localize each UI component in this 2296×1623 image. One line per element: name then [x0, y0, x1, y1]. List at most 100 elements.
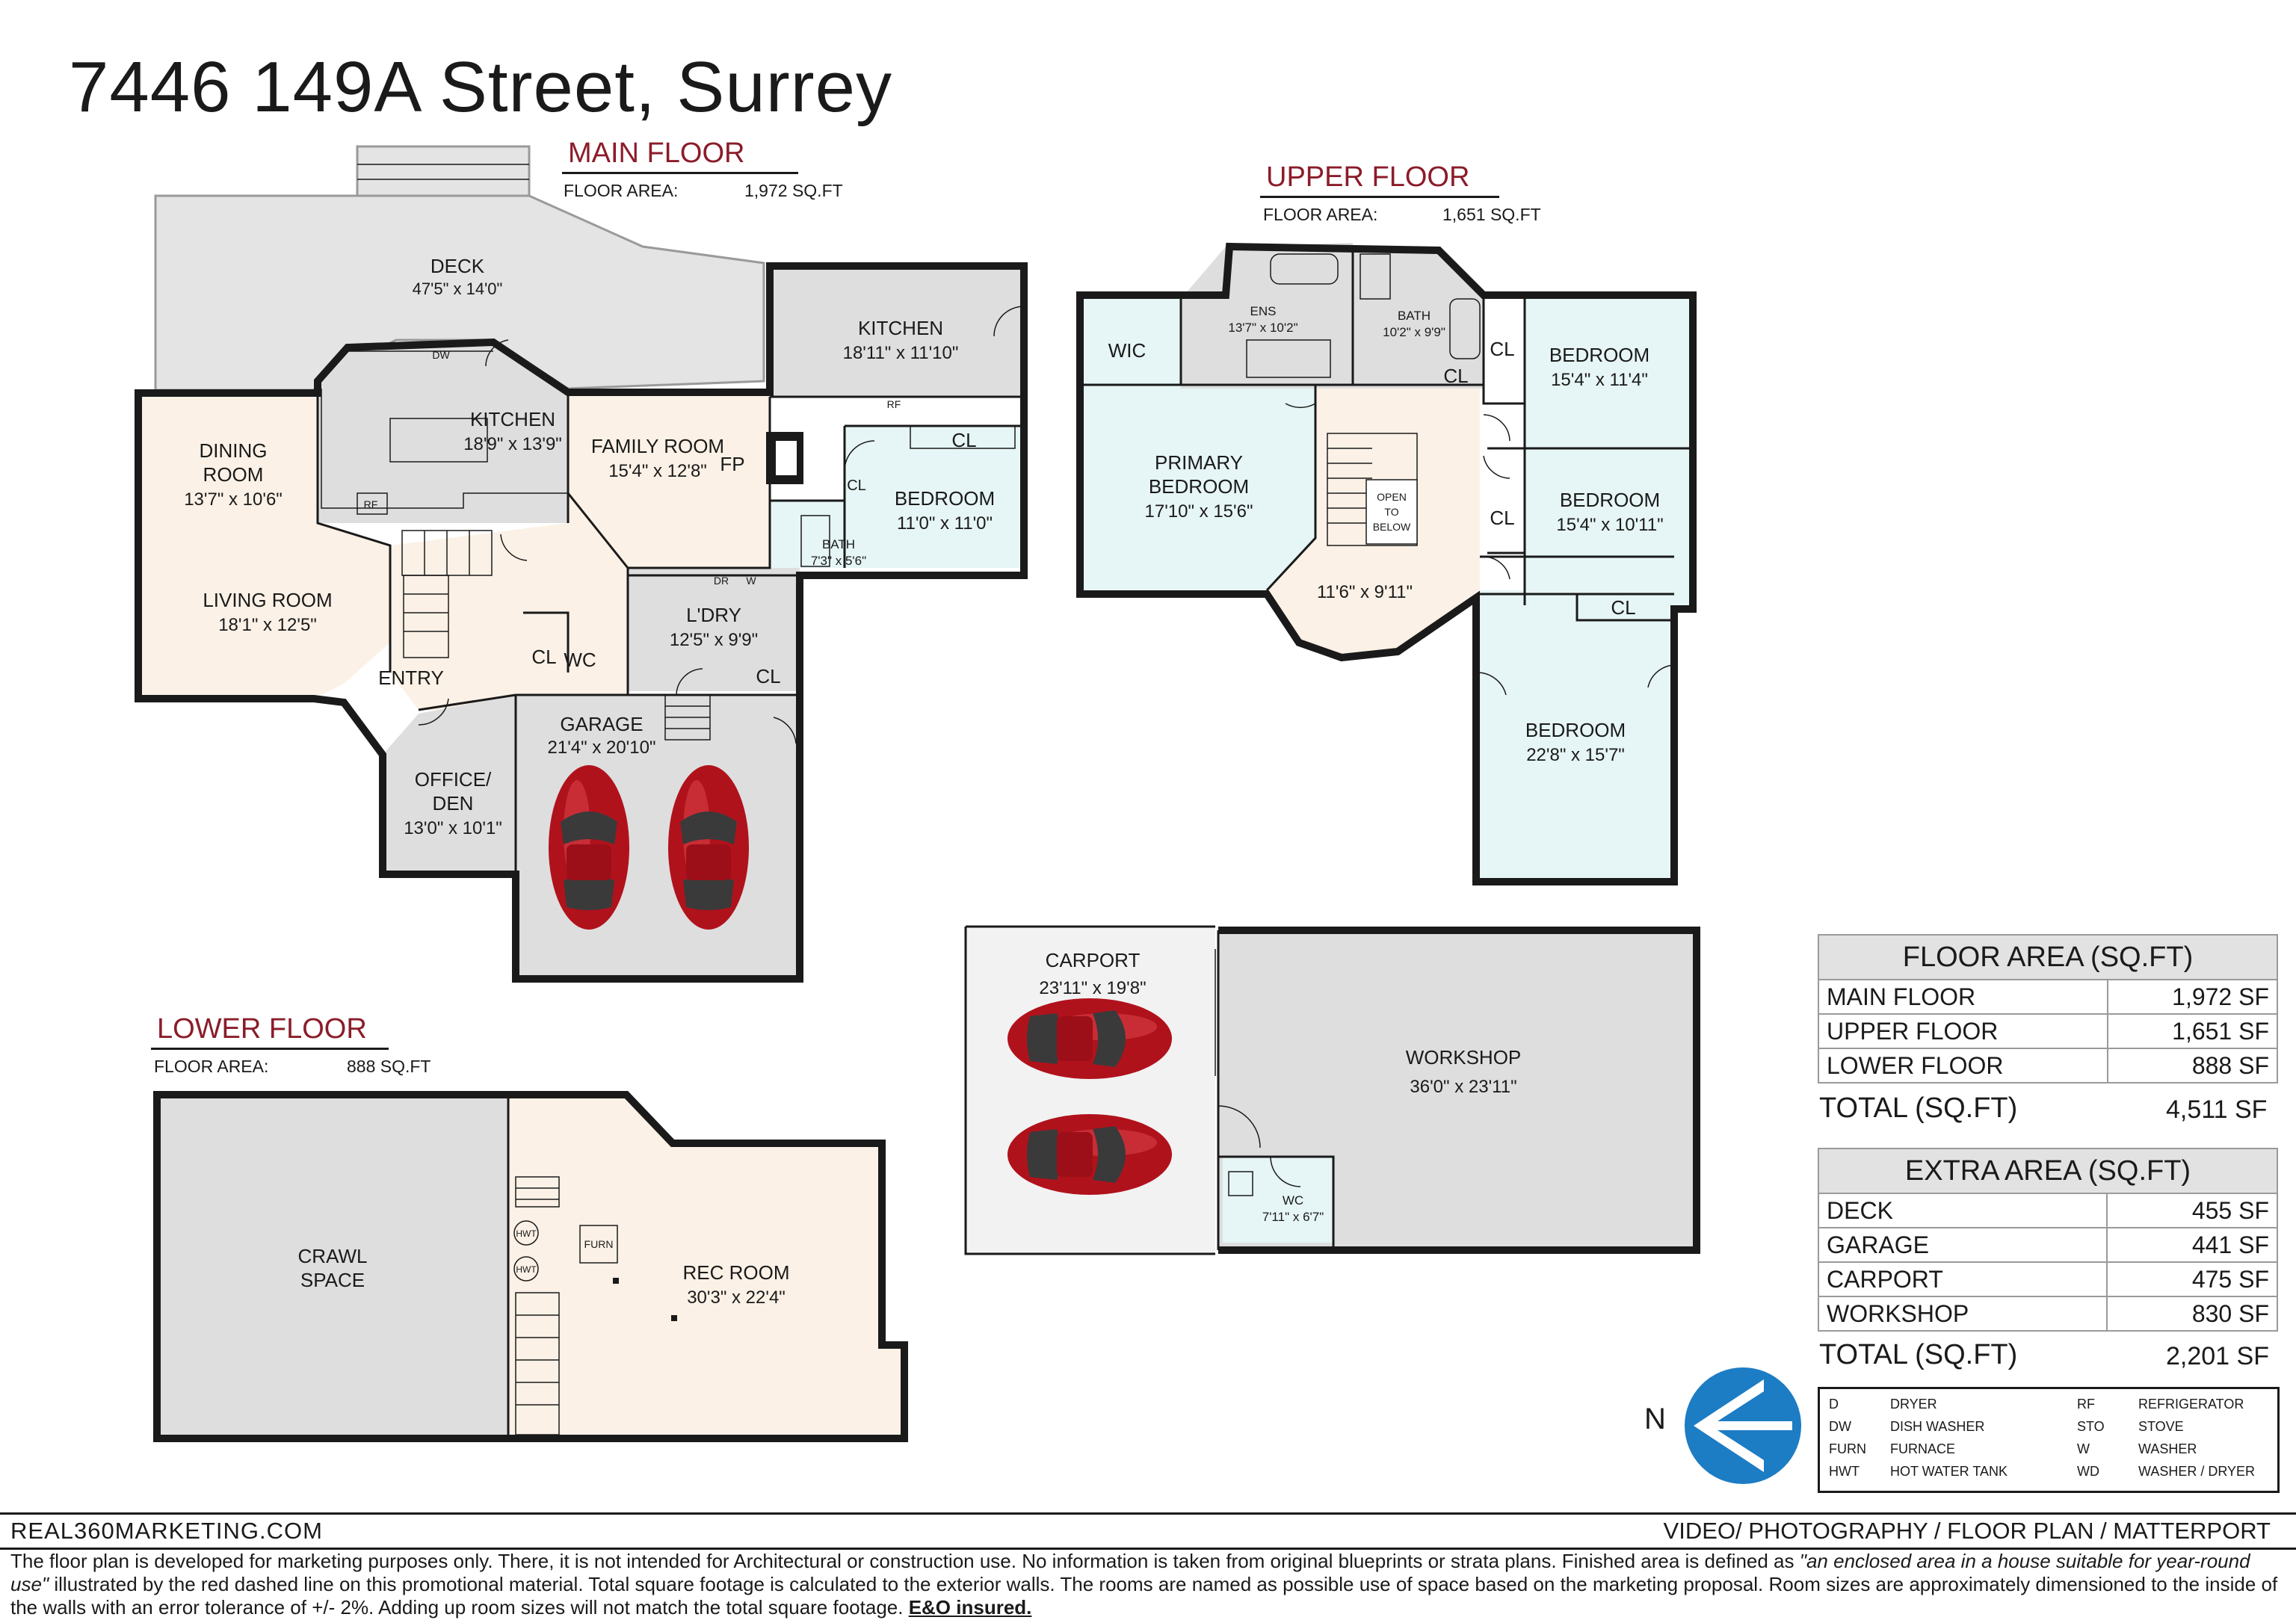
main-floor-heading: MAIN FLOOR	[568, 137, 745, 169]
living-room-label: LIVING ROOM	[203, 589, 332, 611]
legend-text: DISH WASHER	[1890, 1419, 1985, 1434]
legend-text: REFRIGERATOR	[2138, 1397, 2244, 1412]
legend-abbr: W	[2077, 1441, 2090, 1456]
laundry-label: L'DRY	[686, 604, 741, 626]
garage-label: GARAGE	[560, 713, 643, 735]
legend-abbr: HWT	[1829, 1464, 1860, 1479]
upper-closet-1: CL	[1490, 338, 1514, 360]
lower-floor-plan: CRAWL SPACE REC ROOM 30'3" x 22'4" HWT H…	[153, 1091, 908, 1442]
kitchen-fill	[318, 342, 568, 523]
family-room-size: 15'4" x 12'8"	[608, 461, 707, 481]
carport-label: CARPORT	[1046, 949, 1141, 971]
upper-closet-4: CL	[1611, 596, 1635, 619]
nook-kitchen-label: KITCHEN	[858, 317, 943, 339]
office-label-2: DEN	[433, 792, 474, 814]
upper-floor-rule	[1260, 196, 1499, 198]
main-floor-area: 1,972 SQ.FT	[744, 181, 843, 200]
upper-bath-size: 10'2" x 9'9"	[1383, 325, 1445, 339]
bedroom1-label: BEDROOM	[1549, 344, 1650, 366]
footer-bar: REAL360MARKETING.COM VIDEO/ PHOTOGRAPHY …	[0, 1512, 2296, 1550]
dining-size: 13'7" x 10'6"	[184, 489, 283, 510]
primary-label-1: PRIMARY	[1155, 451, 1243, 474]
main-bath-fill	[770, 501, 845, 568]
furnace-mark: FURN	[584, 1238, 614, 1250]
crawl-label-2: SPACE	[300, 1269, 365, 1291]
dining-label-2: ROOM	[203, 463, 264, 486]
open-below-2: TO	[1384, 506, 1398, 518]
deck-size: 47'5" x 14'0"	[413, 279, 503, 298]
extra-area-total-value: 2,201 SF	[2166, 1342, 2269, 1370]
open-below-3: BELOW	[1373, 521, 1411, 533]
upper-bath-fill	[1353, 247, 1484, 389]
workshop-wc-fill	[1223, 1157, 1333, 1243]
kitchen-size: 18'9" x 13'9"	[463, 434, 562, 454]
dryer-mark: DR	[714, 575, 729, 587]
workshop-wc-size: 7'11" x 6'7"	[1262, 1210, 1324, 1224]
fireplace-label: FP	[720, 453, 744, 475]
upper-floor-area: 1,651 SQ.FT	[1442, 205, 1541, 224]
lower-floor-heading: LOWER FLOOR	[157, 1013, 367, 1045]
extra-area-row-value: 475 SF	[2106, 1261, 2278, 1297]
abbreviation-legend: D DRYER DW DISH WASHER FURN FURNACE HWT …	[1818, 1387, 2280, 1493]
open-below-1: OPEN	[1377, 491, 1407, 503]
garage-car-left	[549, 765, 629, 930]
legend-text: WASHER	[2138, 1441, 2197, 1456]
upper-floor-heading: UPPER FLOOR	[1266, 161, 1470, 193]
garage-size: 21'4" x 20'10"	[548, 738, 656, 758]
office-size: 13'0" x 10'1"	[404, 818, 502, 838]
main-floor-area-label: FLOOR AREA:	[564, 181, 679, 200]
legend-abbr: RF	[2077, 1397, 2095, 1412]
disclaimer-text-b: illustrated by the red dashed line on th…	[10, 1573, 2278, 1619]
upper-floor-plan: WIC ENS 13'7" x 10'2" BATH 10'2" x 9'9" …	[1076, 242, 1697, 885]
footer-services: VIDEO/ PHOTOGRAPHY / FLOOR PLAN / MATTER…	[1663, 1518, 2271, 1544]
crawl-fill	[157, 1095, 508, 1438]
extra-area-row-label: DECK	[1817, 1193, 2108, 1228]
disclaimer-quote: "an enclosed area in a house suitable fo…	[10, 1550, 2250, 1595]
washer-mark: W	[746, 575, 756, 587]
compass: N	[1644, 1367, 1801, 1484]
legend-text: HOT WATER TANK	[1890, 1464, 2008, 1479]
floor-area-row-label: MAIN FLOOR	[1818, 979, 2108, 1015]
main-bedroom-fill	[845, 426, 1024, 568]
crawl-label-1: CRAWL	[298, 1245, 368, 1267]
floor-area-table-heading: FLOOR AREA (SQ.FT)	[1818, 934, 2278, 980]
lower-floor-area: 888 SQ.FT	[347, 1057, 431, 1076]
bedroom2-label: BEDROOM	[1560, 489, 1660, 511]
workshop-label: WORKSHOP	[1406, 1046, 1522, 1069]
legend-abbr: DW	[1829, 1419, 1851, 1434]
main-bath-size: 7'3" x 5'6"	[811, 554, 866, 568]
extra-area-row-label: GARAGE	[1817, 1227, 2108, 1263]
disclaimer-eo: E&O insured.	[908, 1596, 1032, 1619]
main-closet-label: CL	[951, 429, 976, 451]
floor-area-row-label: UPPER FLOOR	[1818, 1013, 2108, 1049]
extra-area-row-value: 441 SF	[2106, 1227, 2278, 1263]
disclaimer: The floor plan is developed for marketin…	[10, 1550, 2283, 1619]
laundry-fill	[628, 568, 800, 691]
primary-bedroom-fill	[1084, 389, 1315, 590]
rec-room-label: REC ROOM	[683, 1261, 790, 1284]
entry-label: ENTRY	[378, 667, 444, 689]
nook-fridge-mark: RF	[887, 398, 901, 410]
legend-abbr: FURN	[1829, 1441, 1866, 1456]
upper-closet-2: CL	[1443, 365, 1468, 387]
upper-hall-size: 11'6" x 9'11"	[1317, 582, 1413, 602]
extra-area-row-value: 830 SF	[2106, 1296, 2278, 1332]
bedroom3-fill	[1476, 590, 1674, 882]
bedroom2-size: 15'4" x 10'11"	[1556, 515, 1663, 535]
floor-area-row-value: 888 SF	[2106, 1048, 2279, 1083]
footer-website-link[interactable]: REAL360MARKETING.COM	[10, 1518, 323, 1544]
dishwasher-mark: DW	[432, 349, 450, 361]
upper-closet-3: CL	[1490, 507, 1514, 529]
main-floor-plan: DECK 47'5" x 14'0" KITCHEN 18'11" x 11'1…	[135, 145, 1028, 983]
bath-closet-label: CL	[847, 477, 866, 494]
extra-area-table-heading: EXTRA AREA (SQ.FT)	[1818, 1148, 2278, 1194]
office-fill	[383, 695, 516, 874]
bedroom1-size: 15'4" x 11'4"	[1551, 370, 1648, 390]
wc-label: WC	[564, 649, 596, 671]
compass-north-label: N	[1644, 1403, 1666, 1435]
hwt-mark-2: HWT	[516, 1264, 537, 1275]
legend-text: WASHER / DRYER	[2138, 1464, 2256, 1479]
legend-text: DRYER	[1890, 1397, 1937, 1412]
legend-text: FURNACE	[1890, 1441, 1956, 1456]
